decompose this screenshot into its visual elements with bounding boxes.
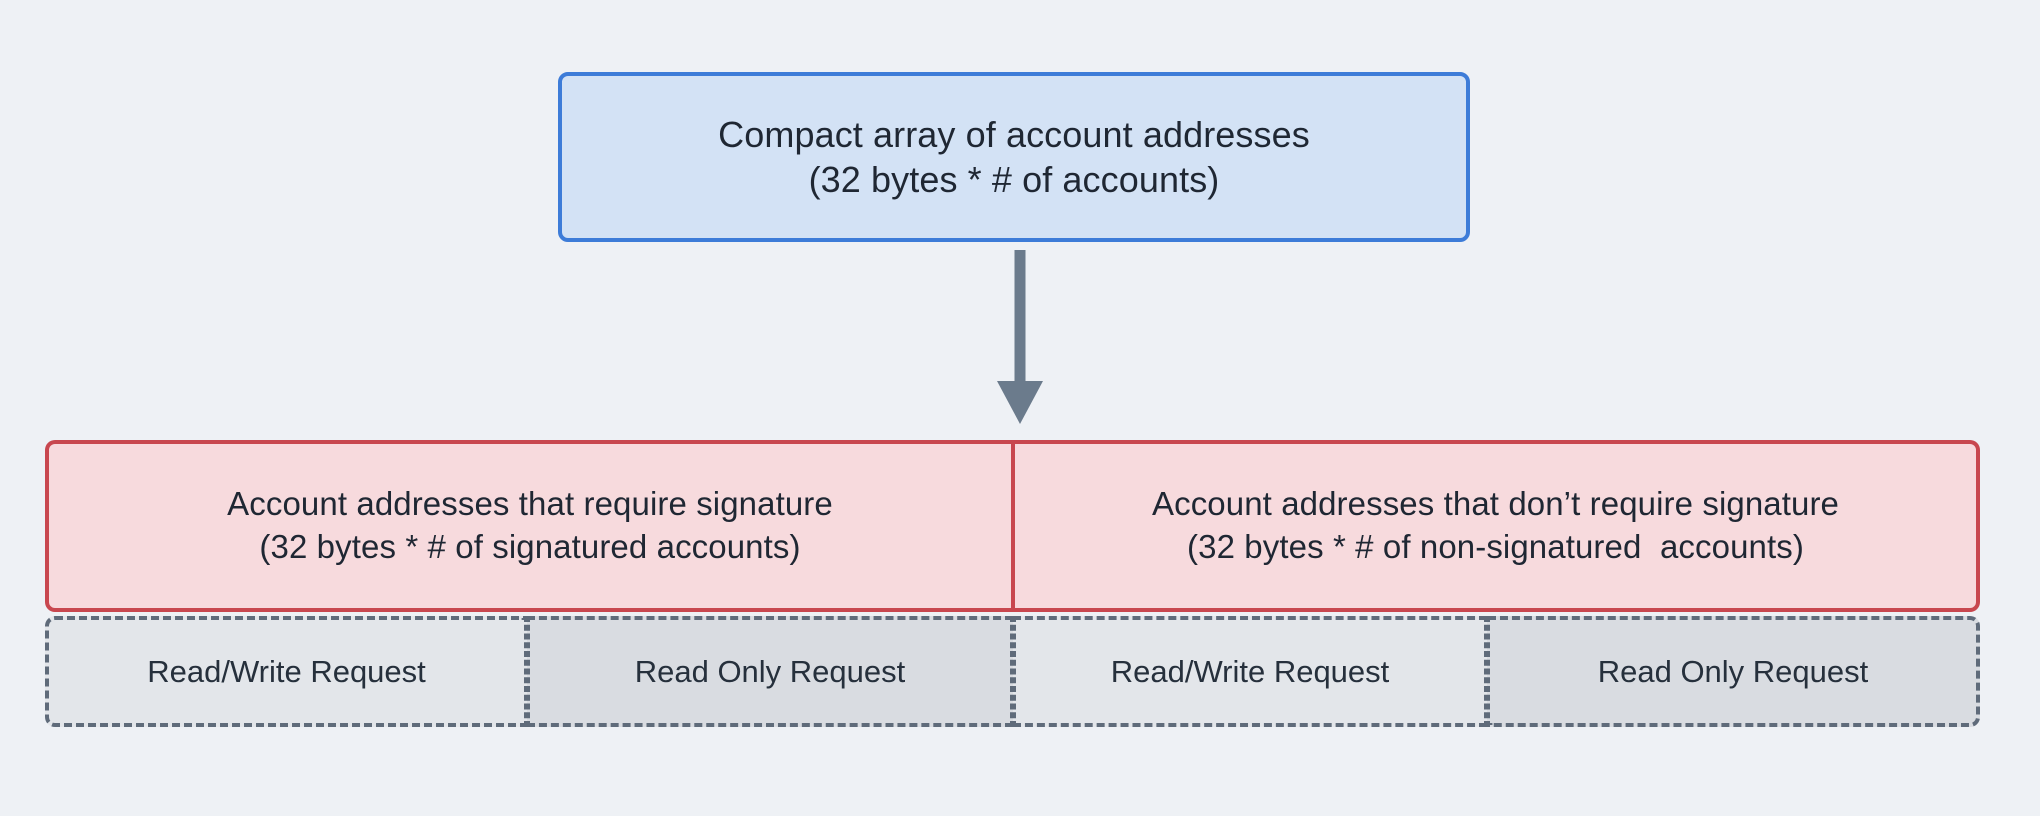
compact-array-line-2: (32 bytes * # of accounts) [808,159,1220,200]
account-address-split-row: Account addresses that require signature… [45,440,1980,612]
signature-not-required-line-1: Account addresses that don’t require sig… [1151,485,1839,523]
signature-required-line-2: (32 bytes * # of signatured accounts) [259,528,801,565]
unsigned-read-only-request-box[interactable]: Read Only Request [1487,616,1980,727]
signature-not-required-box[interactable]: Account addresses that don’t require sig… [1013,440,1980,612]
request-type-row: Read/Write Request Read Only Request Rea… [45,616,1980,727]
compact-array-line-1: Compact array of account addresses [718,114,1310,155]
signed-read-write-request-box[interactable]: Read/Write Request [45,616,527,727]
compact-array-box[interactable]: Compact array of account addresses (32 b… [558,72,1470,242]
signature-required-line-1: Account addresses that require signature [227,485,833,523]
signed-read-only-request-box[interactable]: Read Only Request [527,616,1013,727]
arrow-down-icon [997,250,1043,424]
unsigned-read-write-request-box[interactable]: Read/Write Request [1013,616,1487,727]
signature-not-required-line-2: (32 bytes * # of non-signatured accounts… [1187,528,1804,565]
signature-required-box[interactable]: Account addresses that require signature… [45,440,1013,612]
